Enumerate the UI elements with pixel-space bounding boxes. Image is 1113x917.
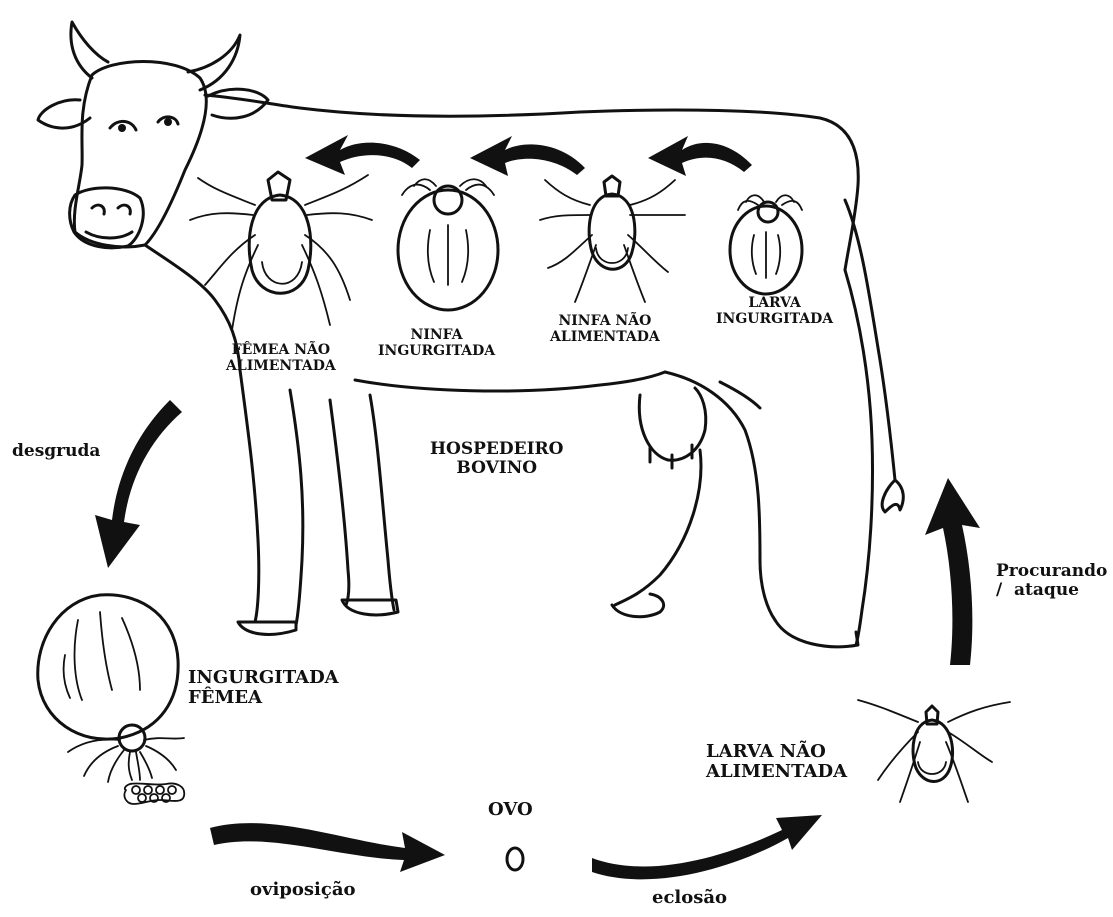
unfed-nymph-label: NINFA NÃO ALIMENTADA [550, 314, 660, 345]
engorged-female-label: INGURGITADA FÊMEA [188, 668, 339, 708]
egg-shape [507, 848, 523, 870]
engorged-nymph-label-line-1: NINFA [378, 328, 495, 344]
engorged-nymph-tick [398, 179, 498, 310]
unfed-nymph-label-line-2: ALIMENTADA [550, 330, 660, 346]
unfed-female-label: FÊMEA NÃO ALIMENTADA [226, 343, 336, 374]
cow-right-horn [188, 35, 240, 90]
arrow-detach [95, 400, 182, 568]
unfed-female-label-line-2: ALIMENTADA [226, 359, 336, 375]
unfed-nymph-tick [540, 176, 685, 302]
arrow-hatching [592, 815, 822, 879]
host-label-line-1: HOSPEDEIRO [430, 440, 563, 459]
arrow-questing [925, 478, 980, 665]
cow-head [74, 62, 206, 247]
unfed-larva-label-line-2: ALIMENTADA [706, 762, 847, 782]
arrow-oviposition [210, 823, 445, 872]
cow-front-leg-left [240, 370, 259, 622]
unfed-female-label-line-1: FÊMEA NÃO [226, 343, 336, 359]
cow-tail-tuft [882, 480, 903, 512]
engorged-female-label-line-2: FÊMEA [188, 688, 339, 708]
host-label-line-2: BOVINO [430, 459, 563, 478]
questing-label-line-2: / ataque [996, 581, 1107, 600]
cow-hind-leg-left [845, 270, 873, 645]
host-label: HOSPEDEIRO BOVINO [430, 440, 563, 478]
engorged-female-label-line-1: INGURGITADA [188, 668, 339, 688]
questing-label: Procurando / ataque [996, 562, 1107, 600]
unfed-larva-label: LARVA NÃO ALIMENTADA [706, 742, 847, 782]
arrow-larva-to-unfed-nymph [648, 136, 752, 176]
egg-label: OVO [488, 800, 533, 820]
unfed-larva-label-line-1: LARVA NÃO [706, 742, 847, 762]
cow-front-leg-right [330, 400, 349, 605]
cow-hind-leg-right [665, 372, 775, 620]
engorged-female-tick [38, 595, 185, 804]
oviposition-label: oviposição [250, 880, 356, 900]
engorged-nymph-label: NINFA INGURGITADA [378, 328, 495, 359]
engorged-larva-label-line-1: LARVA [716, 296, 833, 312]
arrow-unfed-nymph-to-engorged-nymph [470, 136, 585, 176]
cow-right-ear [208, 89, 268, 118]
unfed-nymph-label-line-1: NINFA NÃO [550, 314, 660, 330]
cow-tail [845, 200, 895, 480]
engorged-nymph-label-line-2: INGURGITADA [378, 344, 495, 360]
unfed-female-tick [190, 172, 372, 330]
hatching-label: eclosão [652, 888, 727, 908]
arrow-nymph-to-female [305, 135, 420, 175]
engorged-larva-label: LARVA INGURGITADA [716, 296, 833, 327]
cow-belly [355, 372, 665, 391]
egg-mass [124, 783, 184, 804]
questing-label-line-1: Procurando [996, 562, 1107, 581]
unfed-larva-tick [858, 700, 1010, 802]
cow-back [205, 95, 858, 270]
detach-label: desgruda [12, 442, 100, 461]
engorged-larva-tick [730, 195, 802, 294]
engorged-larva-label-line-2: INGURGITADA [716, 312, 833, 328]
